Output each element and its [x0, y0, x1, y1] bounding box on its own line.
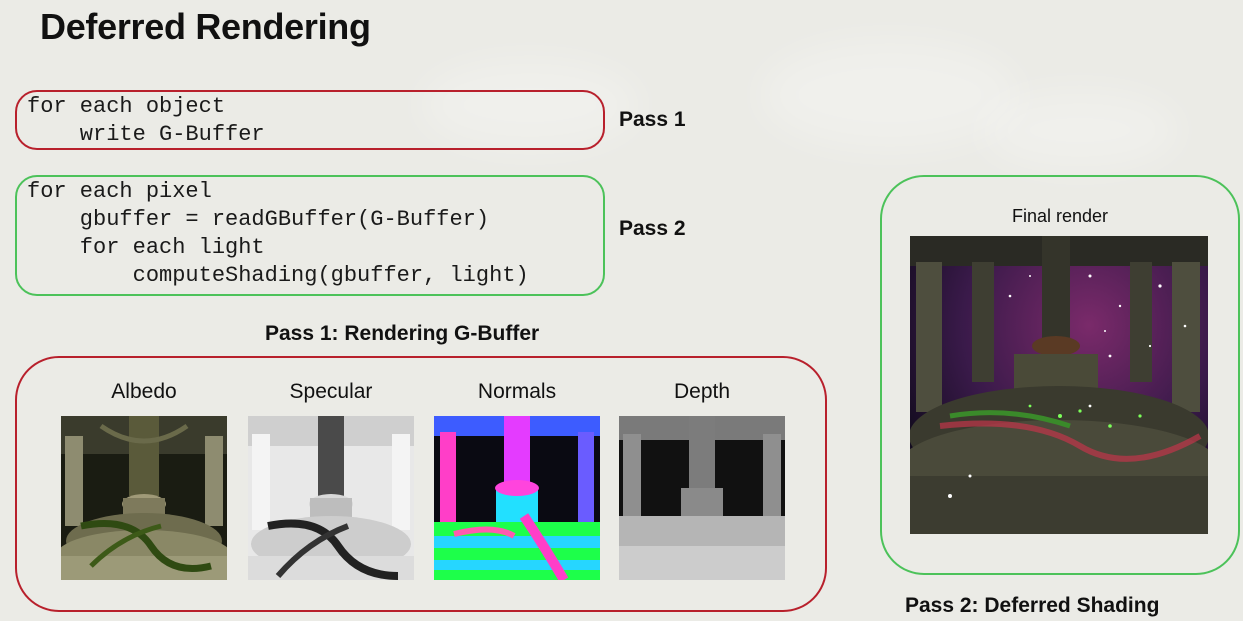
final-render-image [910, 236, 1208, 534]
pass2-code-box [15, 175, 605, 296]
specular-image [248, 416, 414, 580]
depth-image [619, 416, 785, 580]
background-smudge [760, 40, 1020, 150]
depth-caption: Depth [673, 380, 731, 403]
code-line: write G-Buffer [27, 122, 265, 147]
slide-title: Deferred Rendering [40, 6, 371, 47]
albedo-image [61, 416, 227, 580]
gbuffer-frame [15, 356, 827, 612]
albedo-caption: Albedo [111, 380, 177, 403]
final-render-caption: Final render [1011, 206, 1109, 226]
pass2-label: Pass 2 [619, 217, 686, 240]
code-line: for each light [27, 235, 265, 260]
normals-image [434, 416, 600, 580]
pass1-label: Pass 1 [619, 108, 686, 131]
code-line: for each pixel [27, 179, 212, 204]
background-smudge [980, 90, 1180, 170]
code-line: for each object [27, 94, 226, 119]
specular-caption: Specular [289, 380, 373, 403]
gbuffer-section-title: Pass 1: Rendering G-Buffer [265, 322, 540, 345]
deferred-shading-title: Pass 2: Deferred Shading [905, 594, 1160, 617]
final-render-frame [880, 175, 1240, 575]
pass1-code-box [15, 90, 605, 150]
normals-caption: Normals [477, 380, 557, 403]
code-line: computeShading(gbuffer, light) [27, 263, 529, 288]
code-line: gbuffer = readGBuffer(G-Buffer) [27, 207, 490, 232]
